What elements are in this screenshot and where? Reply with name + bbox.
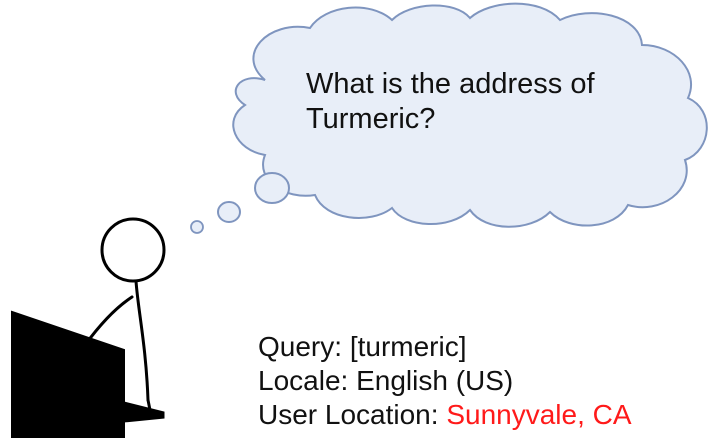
thought-line-1: What is the address of <box>306 68 595 100</box>
locale-row: Locale: English (US) <box>258 364 632 398</box>
thought-bubble-large <box>254 172 290 204</box>
thought-bubble-small <box>190 220 204 234</box>
location-label: User Location: <box>258 399 439 430</box>
thought-cloud <box>232 2 708 228</box>
query-row: Query: [turmeric] <box>258 330 632 364</box>
locale-value: English (US) <box>356 365 514 396</box>
laptop-screen <box>11 310 125 438</box>
stick-figure-head <box>100 217 166 283</box>
stick-figure-arm <box>83 295 134 347</box>
stick-figure-body <box>134 279 150 402</box>
laptop <box>11 310 165 438</box>
query-info: Query: [turmeric] Locale: English (US) U… <box>258 330 632 432</box>
location-value: Sunnyvale, CA <box>446 399 632 430</box>
laptop-keyboard <box>123 401 165 423</box>
location-row: User Location: Sunnyvale, CA <box>258 398 632 432</box>
thought-bubble-medium <box>217 201 241 223</box>
locale-label: Locale: <box>258 365 349 396</box>
thought-question: What is the address of Turmeric? <box>306 67 666 137</box>
query-label: Query: <box>258 331 343 362</box>
thought-line-2: Turmeric? <box>306 103 436 135</box>
query-value: [turmeric] <box>349 331 467 362</box>
